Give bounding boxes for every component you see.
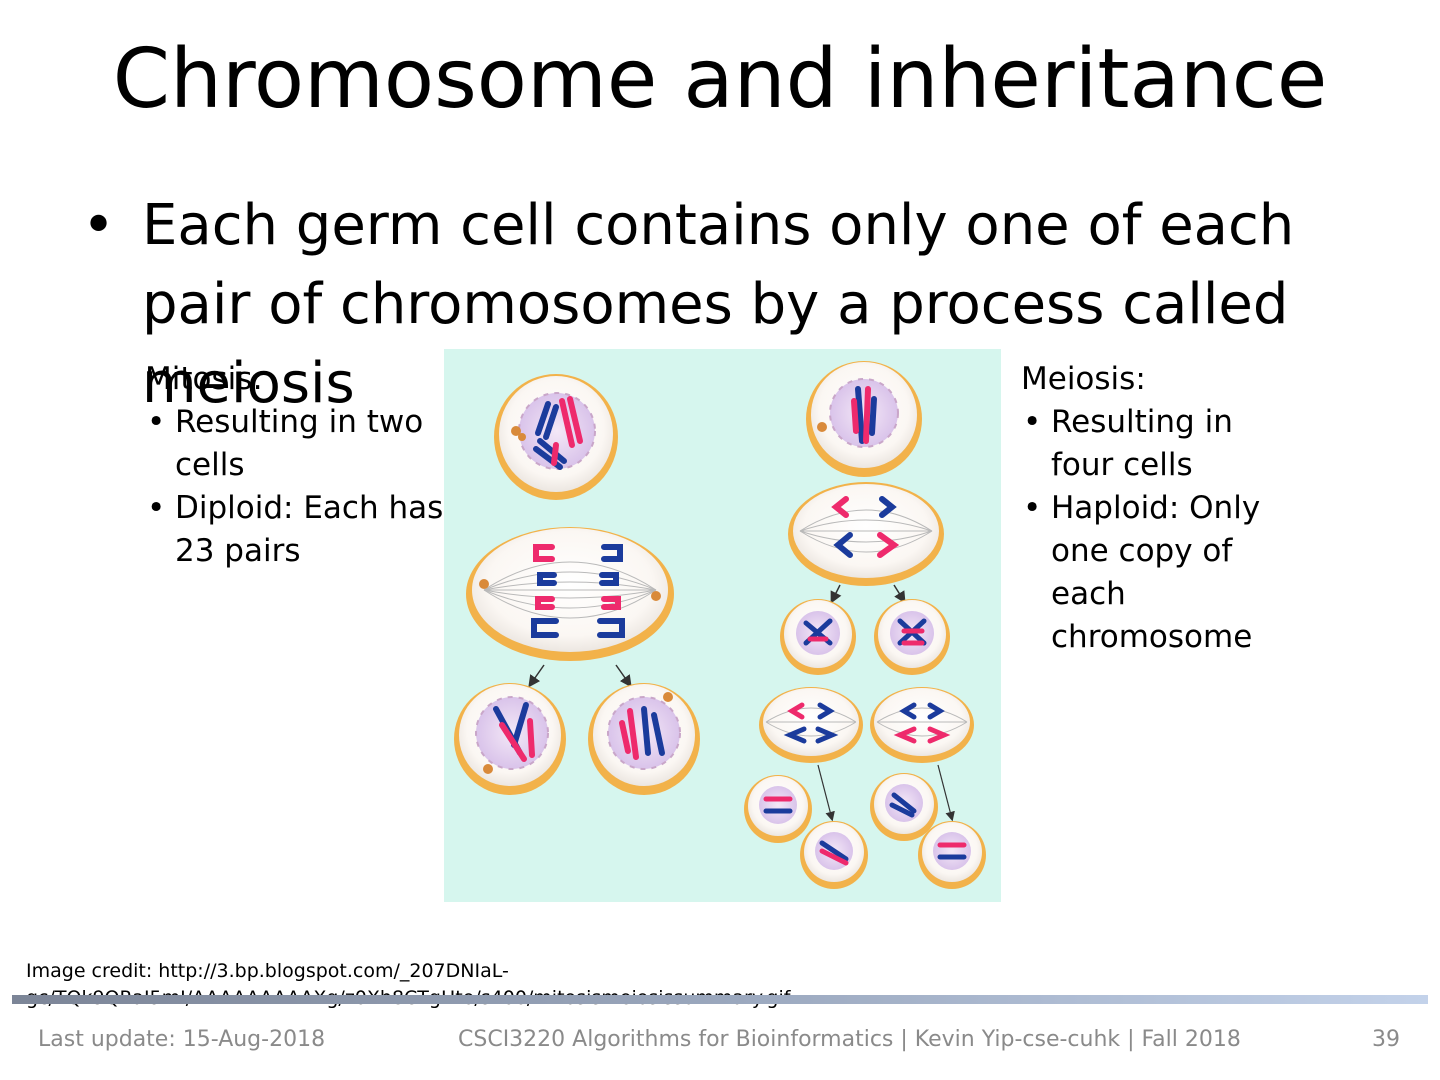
meiosis-gamete-4 <box>918 821 986 889</box>
mitosis-item: Resulting in two cells <box>145 401 445 487</box>
meiosis-item: Haploid: Only one copy of each chromosom… <box>1021 487 1281 659</box>
meiosis-notes: Meiosis: Resulting in four cells Haploid… <box>1021 358 1281 659</box>
bullet-dot: • <box>82 186 115 265</box>
mitosis-dividing-cell <box>466 527 674 661</box>
footer-divider <box>12 995 1428 1004</box>
mitosis-heading: Mitosis: <box>145 358 445 401</box>
meiosis-gamete-3 <box>870 773 938 841</box>
meiosis-list: Resulting in four cells Haploid: Only on… <box>1021 401 1281 659</box>
cell-division-diagram <box>444 349 1001 902</box>
meiosis-gamete-2 <box>800 821 868 889</box>
meiosis-item: Resulting in four cells <box>1021 401 1281 487</box>
meiosis-cell-3a <box>759 687 863 763</box>
mitosis-parent-cell <box>494 374 618 500</box>
meiosis-first-division-cell <box>788 482 944 586</box>
slide-number: 39 <box>1372 1026 1400 1054</box>
meiosis-heading: Meiosis: <box>1021 358 1281 401</box>
mitosis-item: Diploid: Each has 23 pairs <box>145 487 445 573</box>
slide-title: Chromosome and inheritance <box>0 32 1440 128</box>
meiosis-cell-2b <box>874 599 950 675</box>
mitosis-daughter-cell-1 <box>454 683 566 795</box>
mitosis-notes: Mitosis: Resulting in two cells Diploid:… <box>145 358 445 573</box>
meiosis-gamete-1 <box>744 775 812 843</box>
footer-course: CSCI3220 Algorithms for Bioinformatics |… <box>458 1026 1241 1054</box>
meiosis-cell-2a <box>780 599 856 675</box>
mitosis-list: Resulting in two cells Diploid: Each has… <box>145 401 445 573</box>
mitosis-daughter-cell-2 <box>588 683 700 795</box>
footer-last-update: Last update: 15-Aug-2018 <box>38 1026 325 1054</box>
meiosis-cell-3b <box>870 687 974 763</box>
mitosis-meiosis-figure <box>444 349 1001 902</box>
meiosis-parent-cell <box>806 361 922 477</box>
